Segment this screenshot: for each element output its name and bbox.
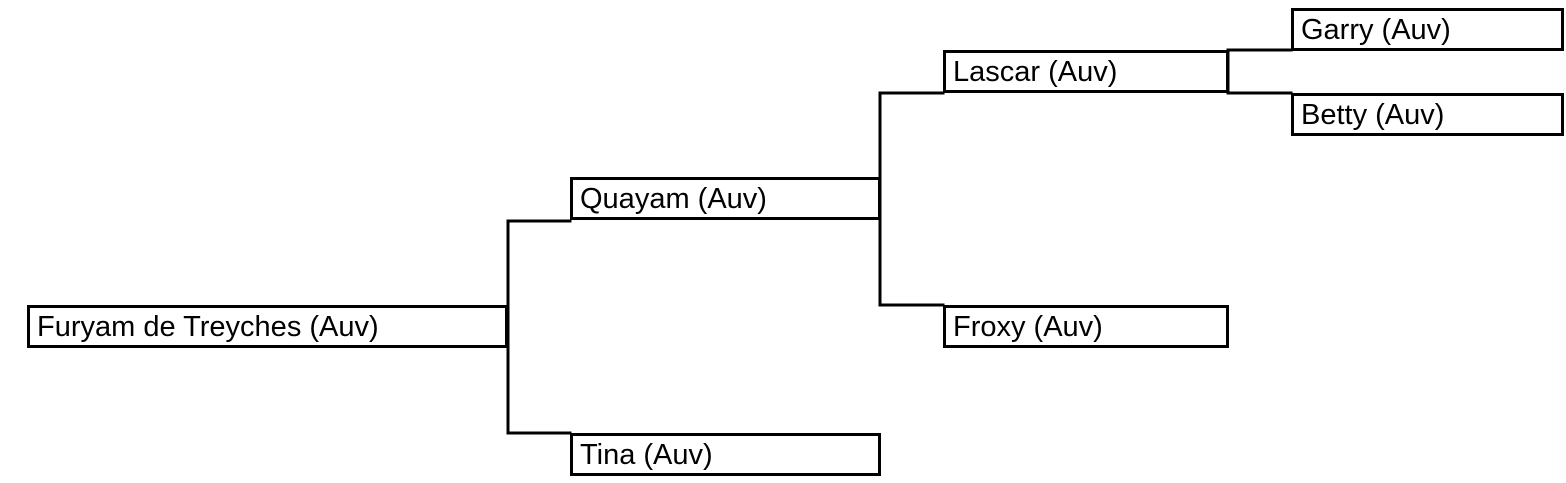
pedigree-node-dam: Tina (Auv) — [570, 433, 881, 476]
node-label-sire-sire-sire: Garry (Auv) — [1301, 13, 1451, 46]
node-label-subject: Furyam de Treyches (Auv) — [37, 310, 379, 343]
node-label-sire-sire: Lascar (Auv) — [953, 55, 1118, 88]
pedigree-node-sire: Quayam (Auv) — [570, 177, 881, 220]
node-label-sire-dam: Froxy (Auv) — [953, 310, 1103, 343]
pedigree-node-sire-dam: Froxy (Auv) — [943, 305, 1229, 348]
node-label-sire-sire-dam: Betty (Auv) — [1301, 98, 1445, 131]
pedigree-node-subject: Furyam de Treyches (Auv) — [27, 305, 508, 348]
pedigree-node-sire-sire-dam: Betty (Auv) — [1291, 93, 1564, 136]
node-label-sire: Quayam (Auv) — [580, 182, 767, 215]
pedigree-node-sire-sire: Lascar (Auv) — [943, 50, 1229, 93]
pedigree-node-sire-sire-sire: Garry (Auv) — [1291, 8, 1564, 51]
node-label-dam: Tina (Auv) — [580, 438, 713, 471]
